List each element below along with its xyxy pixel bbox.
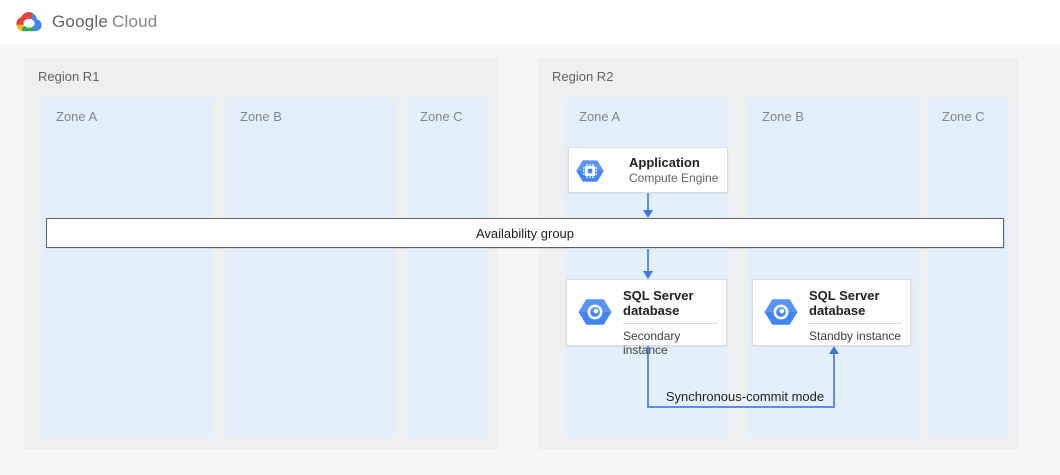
- zone-label: Zone C: [420, 109, 463, 124]
- sql-secondary-text: SQL Server database Secondary instance: [623, 288, 718, 357]
- zone-label: Zone A: [56, 109, 98, 124]
- region-r1: Region R1 Zone A Zone B Zone C: [24, 58, 498, 449]
- region-r1-zone-c: Zone C: [406, 97, 488, 438]
- region-r2-zone-c: Zone C: [928, 97, 1010, 438]
- sync-connector-vertical-left: [647, 346, 649, 408]
- logo-text-cloud: Cloud: [112, 12, 158, 31]
- sql-server-secondary-card: SQL Server database Secondary instance: [566, 279, 727, 357]
- logo-text-google: Google: [52, 12, 109, 31]
- synchronous-commit-mode-label: Synchronous-commit mode: [665, 389, 825, 404]
- region-r1-zone-a: Zone A: [42, 97, 212, 438]
- arrowhead-down-icon: [643, 210, 653, 218]
- divider: [623, 323, 718, 324]
- sql-server-vm-icon: [577, 294, 613, 335]
- arrowhead-down-icon: [643, 271, 653, 279]
- sync-connector-horizontal: [647, 406, 835, 408]
- zone-label: Zone B: [762, 109, 804, 124]
- sql-secondary-instance-label: Secondary instance: [623, 329, 681, 357]
- zone-label: Zone B: [240, 109, 282, 124]
- application-card-text: Application Compute Engine: [629, 155, 718, 186]
- google-cloud-logo-icon: [16, 11, 42, 31]
- sql-server-standby-card: SQL Server database Standby instance: [752, 279, 911, 346]
- application-subtitle: Compute Engine: [629, 171, 719, 185]
- application-card: Application Compute Engine: [568, 147, 728, 193]
- application-title: Application: [629, 155, 700, 170]
- compute-engine-icon: [575, 156, 605, 191]
- divider: [809, 323, 902, 324]
- sql-standby-title: SQL Server database: [809, 288, 880, 318]
- arrow-availability-group-to-sql: [647, 249, 649, 273]
- availability-group-label: Availability group: [475, 225, 575, 241]
- sql-secondary-title: SQL Server database: [623, 288, 694, 318]
- availability-group-band: Availability group: [46, 218, 1004, 248]
- arrowhead-up-icon: [829, 346, 839, 354]
- region-r2-label: Region R2: [552, 69, 614, 84]
- sql-standby-text: SQL Server database Standby instance: [809, 288, 902, 343]
- sql-server-vm-icon: [763, 294, 799, 335]
- sql-standby-instance-label: Standby instance: [809, 329, 902, 343]
- region-r1-label: Region R1: [38, 69, 100, 84]
- zone-label: Zone C: [942, 109, 985, 124]
- zone-label: Zone A: [579, 109, 621, 124]
- sync-connector-vertical-right: [833, 354, 835, 408]
- arrow-app-to-availability-group: [647, 193, 649, 212]
- region-r1-zone-b: Zone B: [226, 97, 396, 438]
